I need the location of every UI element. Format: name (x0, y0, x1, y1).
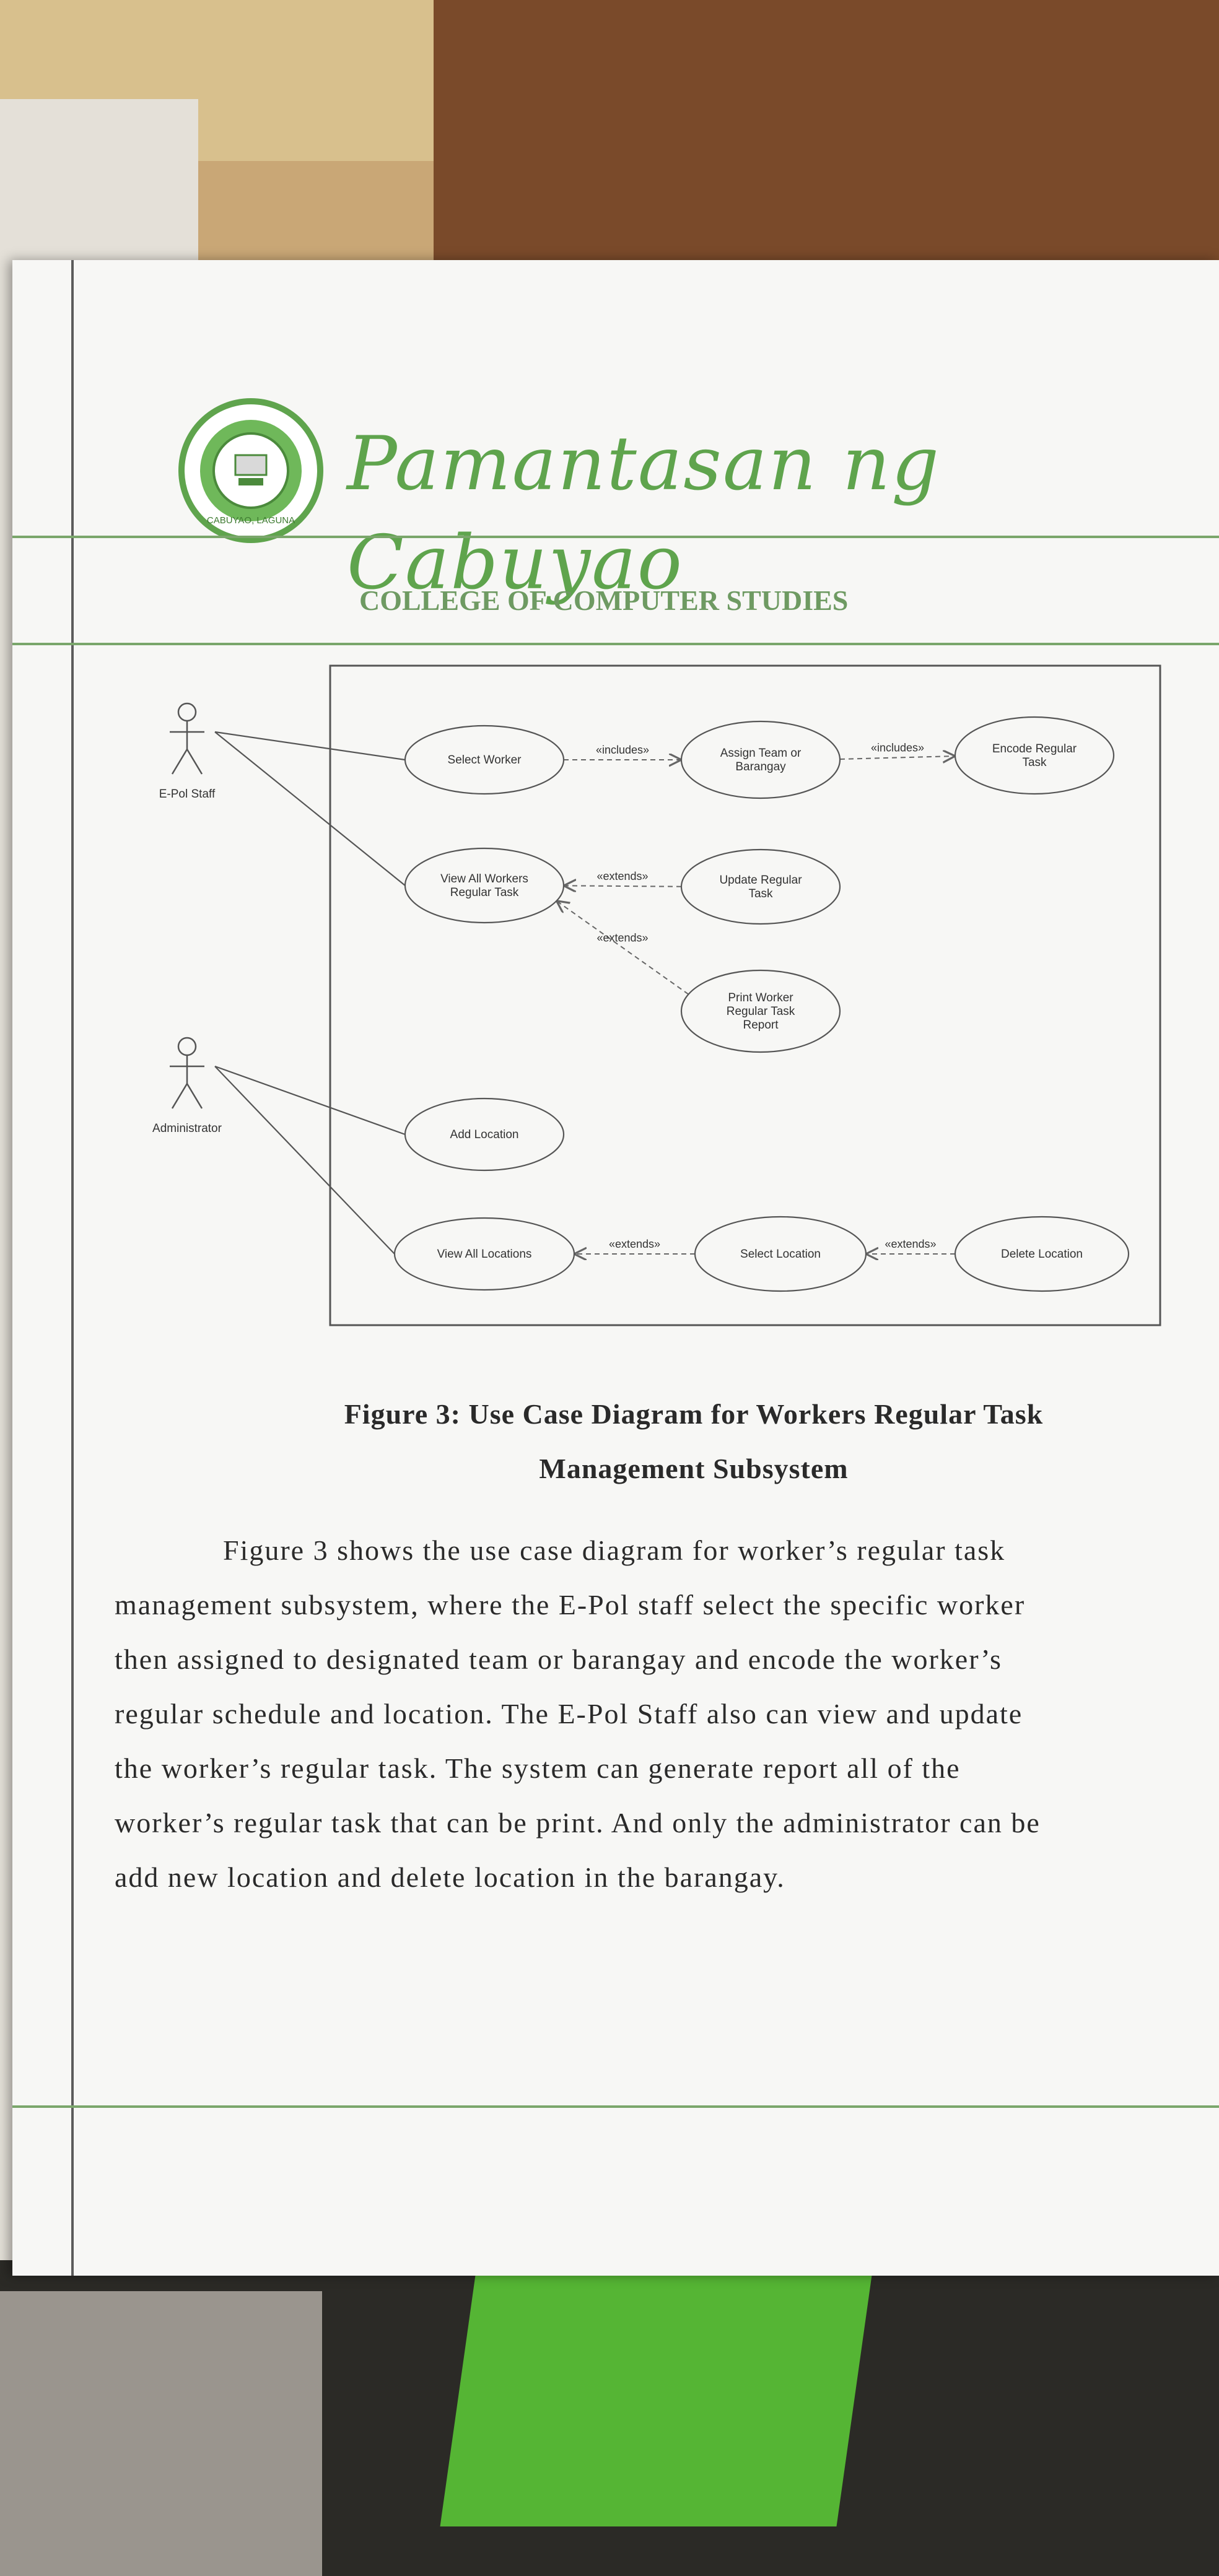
use-case-label: Select Worker (448, 754, 522, 767)
use-case-select-worker: Select Worker (404, 724, 565, 795)
relation-label: «extends» (609, 1238, 660, 1250)
relation-line (839, 756, 955, 759)
actor-label: E-Pol Staff (159, 788, 216, 801)
relation-label: «extends» (596, 870, 648, 882)
association-line (214, 731, 406, 886)
use-case-add-location: Add Location (404, 1097, 565, 1172)
university-seal-logo: CABUYAO, LAGUNA (178, 398, 323, 543)
actor-epol: E-Pol Staff (159, 702, 216, 801)
paragraph-line: regular schedule and location. The E-Pol… (115, 1698, 1023, 1730)
relation-line (557, 901, 689, 995)
footer-rule (12, 2105, 1219, 2108)
relation-label: «includes» (871, 742, 924, 754)
paragraph-line: the worker’s regular task. The system ca… (115, 1752, 961, 1784)
college-name: COLLEGE OF COMPUTER STUDIES (359, 585, 849, 616)
association-line (214, 1066, 395, 1255)
body-paragraph: Figure 3 shows the use case diagram for … (115, 1523, 1217, 1905)
use-case-label: Report (743, 1019, 779, 1032)
association-line (214, 1065, 406, 1136)
use-case-label: Assign Team or (720, 747, 802, 760)
use-case-delete-location: Delete Location (954, 1216, 1130, 1292)
university-name: Pamantasan ng Cabuyao (347, 421, 940, 606)
background-green-cover (440, 2266, 873, 2526)
background-wood (434, 0, 1219, 266)
caption-line-2: Management Subsystem (539, 1453, 849, 1484)
caption-line-1: Figure 3: Use Case Diagram for Workers R… (344, 1398, 1044, 1430)
use-case-label: Add Location (450, 1128, 519, 1141)
use-case-label: Barangay (735, 760, 786, 773)
use-case-label: Select Location (740, 1248, 821, 1261)
system-boundary (329, 664, 1161, 1326)
background-floor (0, 2291, 322, 2576)
association-line (214, 731, 406, 761)
use-case-label: Task (748, 887, 773, 900)
use-case-view-all-locations: View All Locations (393, 1217, 575, 1291)
use-case-label: Task (1022, 756, 1047, 769)
figure-caption: Figure 3: Use Case Diagram for Workers R… (260, 1387, 1127, 1496)
relation-label: «includes» (596, 744, 649, 756)
use-case-label: Regular Task (450, 886, 519, 899)
paragraph-line: add new location and delete location in … (115, 1861, 785, 1893)
relation-label: «extends» (885, 1238, 936, 1250)
header-rule-bottom (12, 643, 1219, 645)
paragraph-line: worker’s regular task that can be print.… (115, 1807, 1041, 1838)
actor-admin: Administrator (152, 1037, 222, 1135)
logo-text: CABUYAO, LAGUNA (207, 515, 295, 526)
paragraph-line: then assigned to designated team or bara… (115, 1643, 1002, 1675)
use-case-label: Encode Regular (992, 742, 1077, 755)
use-case-label: Print Worker (728, 991, 793, 1004)
paragraph-line: Figure 3 shows the use case diagram for … (223, 1534, 1006, 1566)
use-case-label: View All Workers (440, 872, 528, 886)
use-case-label: View All Locations (437, 1248, 532, 1261)
relation-label: «extends» (596, 931, 648, 944)
use-case-label: Update Regular (719, 874, 802, 887)
paragraph-line: management subsystem, where the E-Pol st… (115, 1589, 1026, 1621)
header-rule-top (12, 536, 1219, 538)
margin-line (71, 260, 74, 2276)
actor-label: Administrator (152, 1122, 222, 1135)
use-case-label: Regular Task (727, 1005, 795, 1018)
use-case-select-location: Select Location (694, 1216, 867, 1292)
document-page: CABUYAO, LAGUNA Pamantasan ng Cabuyao CO… (12, 260, 1219, 2276)
use-case-label: Delete Location (1001, 1248, 1083, 1261)
